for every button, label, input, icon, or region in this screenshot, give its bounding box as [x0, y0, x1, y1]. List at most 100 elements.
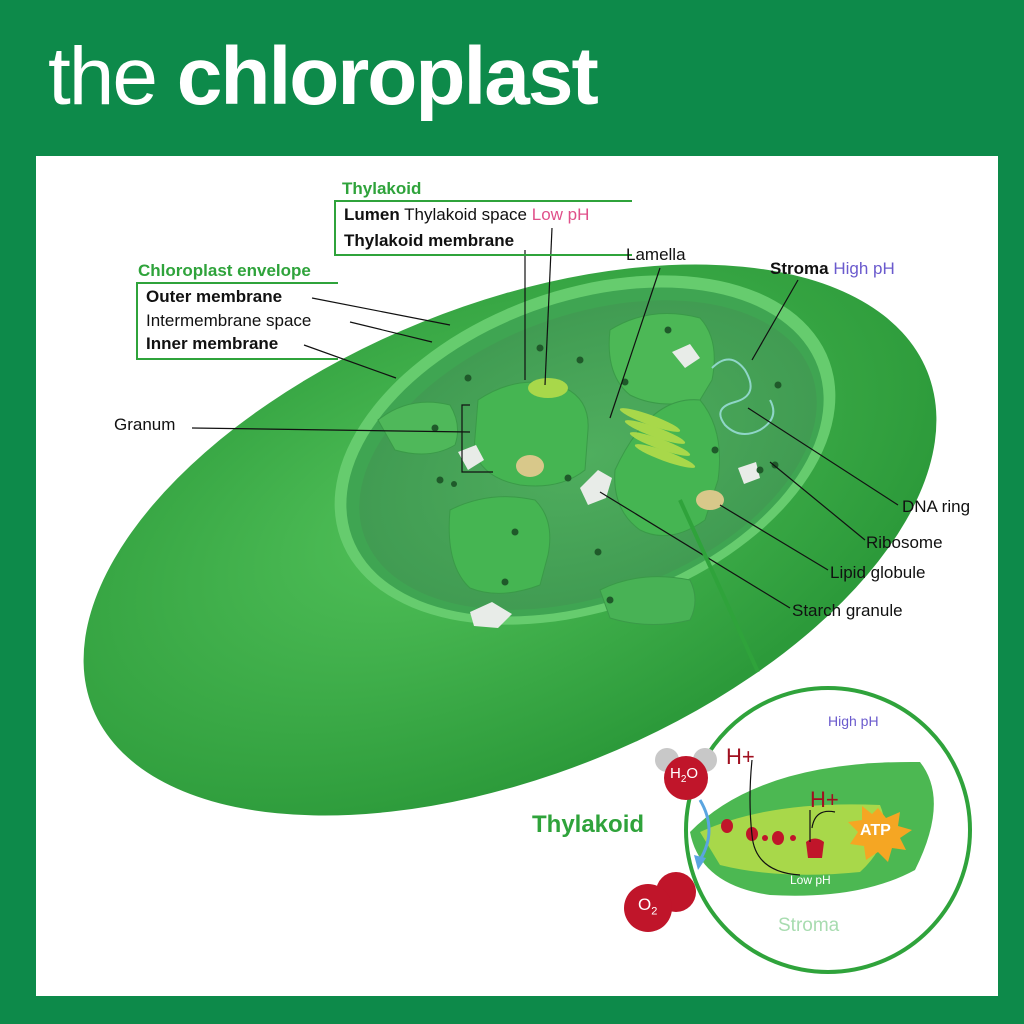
leader-lipid-globule	[719, 504, 829, 571]
lamella-3	[629, 432, 691, 456]
atp-arrow	[811, 810, 836, 829]
thylakoid-heading: Thylakoid	[342, 179, 422, 198]
leader-granum	[191, 427, 471, 433]
thylakoid-membrane-label: Thylakoid membrane	[344, 231, 515, 250]
page-title: the chloroplast	[48, 36, 599, 118]
membrane-proteins	[721, 819, 824, 858]
envelope-bracket	[136, 282, 338, 360]
inset-h-plus-1: H+	[726, 744, 755, 769]
leader-lamella	[609, 267, 661, 419]
granum-stack-left	[377, 401, 459, 455]
starch-granules	[458, 344, 760, 628]
high-ph-label: High pH	[833, 259, 895, 278]
inset-callout-line	[678, 499, 760, 673]
ribosome-dot	[436, 476, 444, 484]
stroma-label: Stroma	[770, 259, 829, 278]
granum-bracket	[461, 404, 493, 473]
dna-ring	[711, 358, 775, 435]
ribosome-dot	[501, 578, 509, 586]
water-molecule-icon	[664, 756, 708, 800]
ribosome-dot	[564, 474, 572, 482]
starch-granule-3	[672, 344, 700, 368]
ribosome-dot	[511, 528, 519, 536]
leader-lines	[191, 227, 899, 609]
ribosome-label: Ribosome	[866, 533, 943, 552]
ribosome-dot	[451, 481, 457, 487]
inset-h-plus-2: H+	[810, 787, 839, 812]
lumen-highlight	[528, 378, 568, 398]
ribosome-dot	[771, 461, 779, 469]
water-split-arrow	[698, 799, 711, 861]
lipid-globules	[516, 455, 724, 510]
electron-dot	[762, 835, 768, 841]
low-ph-label: Low pH	[531, 205, 590, 224]
starch-granule-1	[580, 470, 612, 505]
thylakoid-space-label: Thylakoid space	[404, 205, 527, 224]
inset-thylakoid-heading: Thylakoid	[532, 811, 645, 838]
title-part-chloroplast: chloroplast	[176, 31, 599, 122]
ribosomes	[431, 326, 782, 604]
inset-high-ph-label: High pH	[828, 713, 879, 729]
ribosome-dot	[606, 596, 614, 604]
h2o-h: H	[670, 765, 681, 782]
leader-starch-granule	[599, 491, 791, 609]
lamella-label: Lamella	[626, 245, 686, 264]
lipid-globule-2	[696, 490, 724, 510]
atp-starburst-icon	[848, 806, 912, 862]
oxygen-molecule-icon	[624, 884, 672, 932]
stroma-label-row: Stroma High pH	[770, 259, 895, 279]
leader-outer-membrane	[311, 297, 451, 326]
inset-stroma-label: Stroma	[778, 915, 840, 936]
leader-inner-membrane	[303, 344, 397, 379]
o2-subscript: 2	[651, 905, 658, 918]
starch-granule-5	[470, 602, 512, 628]
ribosome-dot	[621, 378, 629, 386]
intermembrane-space-label: Intermembrane space	[146, 311, 312, 330]
lumen-label: Lumen	[344, 205, 400, 224]
title-part-the: the	[48, 31, 158, 122]
lumen-label-row: Lumen Thylakoid space Low pH	[344, 205, 590, 225]
lamellae	[528, 378, 696, 468]
granum-label: Granum	[114, 415, 176, 434]
proton-path	[749, 759, 801, 876]
leader-intermembrane-space	[349, 321, 433, 343]
arrowhead-icon	[694, 855, 706, 870]
ribosome-dot	[664, 326, 672, 334]
ribosome-dot	[756, 466, 764, 474]
atp-label: ATP	[860, 822, 891, 839]
ribosome-dot	[774, 381, 782, 389]
lamella-2	[624, 420, 686, 444]
starch-granule-4	[738, 462, 760, 484]
thylakoid-bracket	[334, 200, 632, 256]
leader-ribosome	[769, 461, 866, 541]
lipid-globule-label: Lipid globule	[830, 563, 926, 582]
inset-low-ph-label: Low pH	[790, 873, 831, 887]
starch-granule-label: Starch granule	[792, 601, 903, 620]
o2-label: O2	[638, 895, 658, 918]
envelope-heading: Chloroplast envelope	[138, 261, 311, 280]
outer-membrane-label: Outer membrane	[146, 287, 283, 306]
ribosome-dot	[464, 374, 472, 382]
inner-membrane-label: Inner membrane	[146, 334, 279, 353]
granum-stack-right	[608, 313, 715, 405]
h2o-subscript: 2	[680, 774, 687, 785]
ribosome-dot	[594, 548, 602, 556]
leader-stroma	[751, 279, 799, 361]
h2o-o: O	[686, 765, 699, 782]
lipid-globule-1	[516, 455, 544, 477]
atp-synthase-icon	[806, 838, 824, 858]
lamella-1	[619, 408, 681, 432]
dna-ring-label: DNA ring	[902, 497, 971, 516]
starch-granule-2	[458, 445, 484, 470]
thylakoid-inset	[624, 686, 972, 974]
ribosome-dot	[711, 446, 719, 454]
ribosome-dot	[431, 424, 439, 432]
h2o-label: H2O	[670, 765, 699, 785]
protein-complex	[721, 819, 733, 833]
electron-dot	[790, 835, 796, 841]
granum-stack-bottom-left	[448, 496, 551, 594]
ribosome-dot	[536, 344, 544, 352]
protein-complex	[772, 831, 784, 845]
